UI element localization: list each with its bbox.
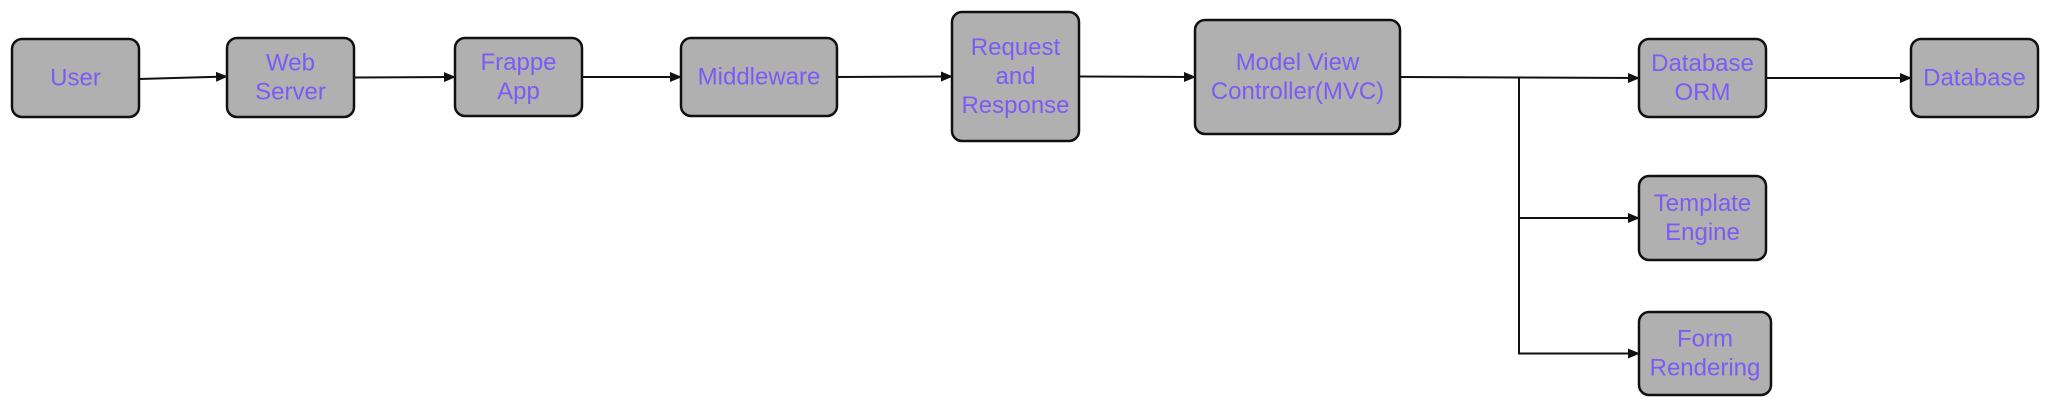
node-label-middleware: Middleware	[698, 64, 821, 91]
node-label-database-orm: ORM	[1675, 79, 1731, 106]
node-box-mvc	[1193, 18, 1402, 136]
node-label-mvc: Model View	[1236, 49, 1360, 76]
node-label-mvc: Controller(MVC)	[1211, 78, 1384, 105]
node-box-frappe-app	[453, 36, 584, 118]
node-box-database	[1909, 37, 2040, 119]
node-label-request-response: Request	[971, 34, 1061, 61]
node-box-template-engine	[1637, 174, 1768, 262]
arrow-user-to-web-server	[138, 71, 228, 82]
node-label-template-engine: Template	[1654, 190, 1751, 217]
node-user: User	[10, 37, 141, 119]
node-label-database-orm: Database	[1651, 50, 1754, 77]
node-label-template-engine: Engine	[1665, 219, 1740, 246]
arrow-middleware-to-request-response	[836, 71, 953, 82]
node-middleware: Middleware	[679, 36, 839, 118]
node-label-web-server: Server	[255, 79, 326, 106]
edges-layer	[138, 71, 1912, 359]
node-label-form-rendering: Rendering	[1650, 355, 1761, 382]
node-label-web-server: Web	[266, 50, 315, 77]
node-database: Database	[1909, 37, 2040, 119]
node-box-database-orm	[1637, 37, 1768, 119]
arrow-mvc-to-template-engine	[1518, 77, 1640, 223]
arrow-request-response-to-mvc	[1078, 71, 1196, 82]
arrow-web-server-to-frappe-app	[353, 72, 456, 83]
node-label-frappe-app: Frappe	[480, 49, 556, 76]
node-box-web-server	[225, 36, 356, 119]
node-label-request-response: and	[995, 63, 1035, 90]
node-label-request-response: Response	[961, 92, 1069, 119]
node-box-request-response	[950, 10, 1081, 143]
node-label-form-rendering: Form	[1677, 326, 1733, 353]
node-label-user: User	[50, 65, 101, 92]
node-label-frappe-app: App	[497, 78, 540, 105]
arrow-mvc-to-form-rendering	[1518, 77, 1640, 359]
node-box-user	[10, 37, 141, 119]
node-box-middleware	[679, 36, 839, 118]
node-box-form-rendering	[1637, 310, 1773, 397]
node-label-database: Database	[1923, 65, 2026, 92]
